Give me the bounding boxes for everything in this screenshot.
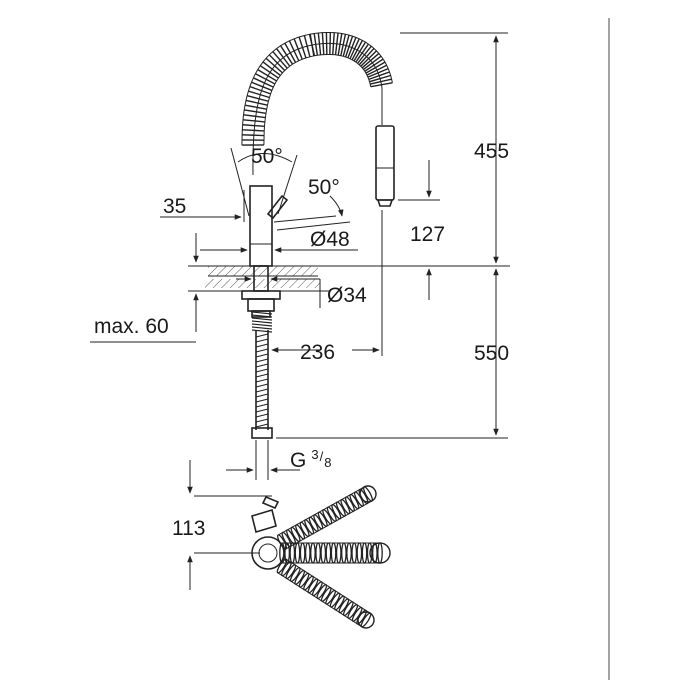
dim-455: 455 (474, 140, 509, 163)
spray-head (375, 125, 395, 201)
threaded-tail (251, 311, 273, 333)
faucet-plan-view: 113 (172, 460, 391, 629)
counter-bottom-hatch (205, 279, 320, 288)
dim-127: 127 (410, 223, 445, 246)
counter-top-hatch (208, 266, 318, 276)
dim-body-diameter: Ø48 (310, 228, 350, 251)
dim-113: 113 (172, 517, 205, 540)
dim-lever-angle: 50° (308, 176, 340, 199)
dim-35: 35 (163, 195, 186, 218)
spring-coil (241, 32, 393, 146)
lever (266, 194, 289, 220)
dim-236: 236 (300, 341, 335, 364)
faucet-side-view: 455 50° 50° 35 127 Ø48 Ø34 max. 60 236 5… (90, 32, 510, 480)
dim-spout-angle: 50° (251, 145, 283, 168)
faucet-body (249, 185, 273, 267)
dim-hole-diameter: Ø34 (327, 284, 367, 307)
dim-max-60: max. 60 (94, 315, 169, 338)
mount-nut (241, 290, 281, 300)
dim-550: 550 (474, 342, 509, 365)
